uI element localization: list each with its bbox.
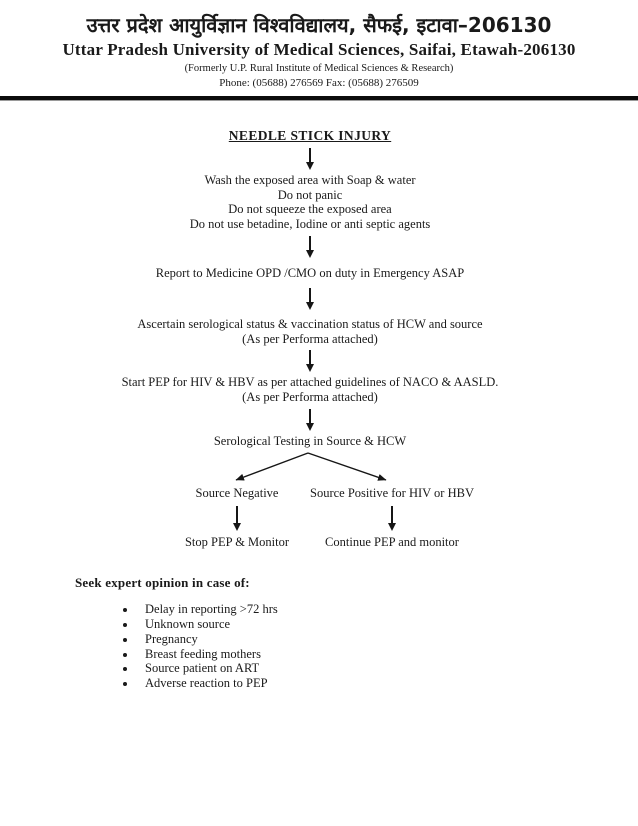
list-item: Unknown source bbox=[137, 617, 638, 632]
step-line: Start PEP for HIV & HBV as per attached … bbox=[121, 375, 499, 390]
university-name-english: Uttar Pradesh University of Medical Scie… bbox=[62, 40, 576, 59]
arrow-shaft bbox=[236, 505, 238, 523]
arrow-head bbox=[306, 422, 314, 431]
arrow-shaft bbox=[309, 408, 311, 423]
branch-condition: Source Negative bbox=[195, 486, 279, 501]
arrow-down-icon bbox=[233, 505, 241, 531]
arrow-head bbox=[306, 364, 314, 373]
expert-opinion-list: Delay in reporting >72 hrs Unknown sourc… bbox=[75, 602, 638, 691]
header-divider bbox=[0, 96, 638, 102]
branch-source-positive: Source Positive for HIV or HBV Continue … bbox=[278, 486, 506, 550]
arrow-head bbox=[233, 522, 241, 531]
arrow-down-icon bbox=[0, 235, 620, 258]
arrow-down-icon bbox=[0, 288, 620, 311]
step-line: Report to Medicine OPD /CMO on duty in E… bbox=[155, 265, 465, 280]
list-item: Breast feeding mothers bbox=[137, 647, 638, 662]
step-line: Do not squeeze the exposed area bbox=[228, 202, 392, 217]
arrow-shaft bbox=[309, 148, 311, 163]
step-ascertain-status: Ascertain serological status & vaccinati… bbox=[0, 317, 620, 346]
branch-source-negative: Source Negative Stop PEP & Monitor bbox=[142, 486, 332, 550]
list-item: Pregnancy bbox=[137, 632, 638, 647]
branch-action: Stop PEP & Monitor bbox=[184, 534, 290, 549]
arrow-shaft bbox=[391, 505, 393, 523]
step-report: Report to Medicine OPD /CMO on duty in E… bbox=[0, 266, 620, 281]
arrow-down-icon bbox=[0, 148, 620, 171]
arrow-head bbox=[306, 249, 314, 258]
list-item: Delay in reporting >72 hrs bbox=[137, 602, 638, 617]
arrow-shaft bbox=[309, 350, 311, 365]
step-line: Serological Testing in Source & HCW bbox=[213, 433, 407, 448]
university-name-hindi: उत्तर प्रदेश आयुर्विज्ञान विश्वविद्यालय,… bbox=[86, 13, 552, 37]
step-line: (As per Performa attached) bbox=[242, 331, 378, 346]
step-line: Do not use betadine, Iodine or anti sept… bbox=[189, 216, 431, 231]
step-start-pep: Start PEP for HIV & HBV as per attached … bbox=[0, 375, 620, 404]
arrow-down-icon bbox=[388, 505, 396, 531]
arrow-down-icon bbox=[0, 350, 620, 373]
flowchart-title: NEEDLE STICK INJURY bbox=[228, 128, 392, 144]
arrow-down-icon bbox=[0, 408, 620, 431]
expert-opinion-heading: Seek expert opinion in case of: bbox=[75, 575, 250, 591]
phone-fax-line: Phone: (05688) 276569 Fax: (05688) 27650… bbox=[219, 76, 419, 89]
arrow-head bbox=[306, 302, 314, 311]
step-line: (As per Performa attached) bbox=[242, 389, 378, 404]
arrow-shaft bbox=[309, 235, 311, 250]
formerly-line: (Formerly U.P. Rural Institute of Medica… bbox=[184, 63, 454, 75]
step-line: Ascertain serological status & vaccinati… bbox=[137, 317, 483, 332]
expert-opinion-section: Seek expert opinion in case of: Delay in… bbox=[0, 575, 638, 691]
branch-row: Source Negative Stop PEP & Monitor Sourc… bbox=[0, 486, 620, 558]
branch-arrows-icon bbox=[235, 452, 387, 481]
branch-condition: Source Positive for HIV or HBV bbox=[310, 486, 474, 501]
step-serological-testing: Serological Testing in Source & HCW bbox=[0, 434, 620, 449]
arrow-shaft bbox=[309, 288, 311, 303]
step-line: Wash the exposed area with Soap & water bbox=[204, 173, 416, 188]
letterhead: उत्तर प्रदेश आयुर्विज्ञान विश्वविद्यालय,… bbox=[0, 0, 638, 90]
list-item: Adverse reaction to PEP bbox=[137, 676, 638, 691]
flowchart: NEEDLE STICK INJURY Wash the exposed are… bbox=[0, 101, 620, 558]
branch-action: Continue PEP and monitor bbox=[325, 534, 459, 549]
arrow-head bbox=[388, 522, 396, 531]
step-line: Do not panic bbox=[277, 187, 343, 202]
list-item: Source patient on ART bbox=[137, 661, 638, 676]
step-first-aid: Wash the exposed area with Soap & water … bbox=[0, 173, 620, 231]
arrow-head bbox=[306, 162, 314, 171]
